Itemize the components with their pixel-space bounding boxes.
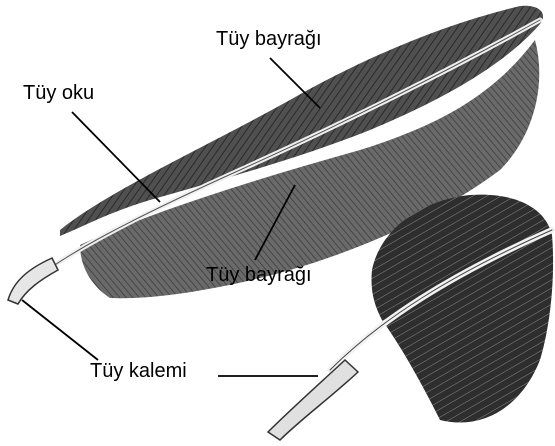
label-vane-top: Tüy bayrağı bbox=[216, 29, 322, 49]
down-feather-calamus bbox=[268, 360, 358, 440]
label-calamus: Tüy kalemi bbox=[90, 361, 187, 381]
label-vane-bottom: Tüy bayrağı bbox=[206, 265, 312, 285]
label-rachis: Tüy oku bbox=[23, 83, 94, 103]
leader-rachis bbox=[72, 112, 160, 202]
large-feather-calamus bbox=[8, 258, 58, 304]
down-feather-vane bbox=[371, 195, 553, 423]
leader-calamus-left bbox=[22, 300, 98, 360]
